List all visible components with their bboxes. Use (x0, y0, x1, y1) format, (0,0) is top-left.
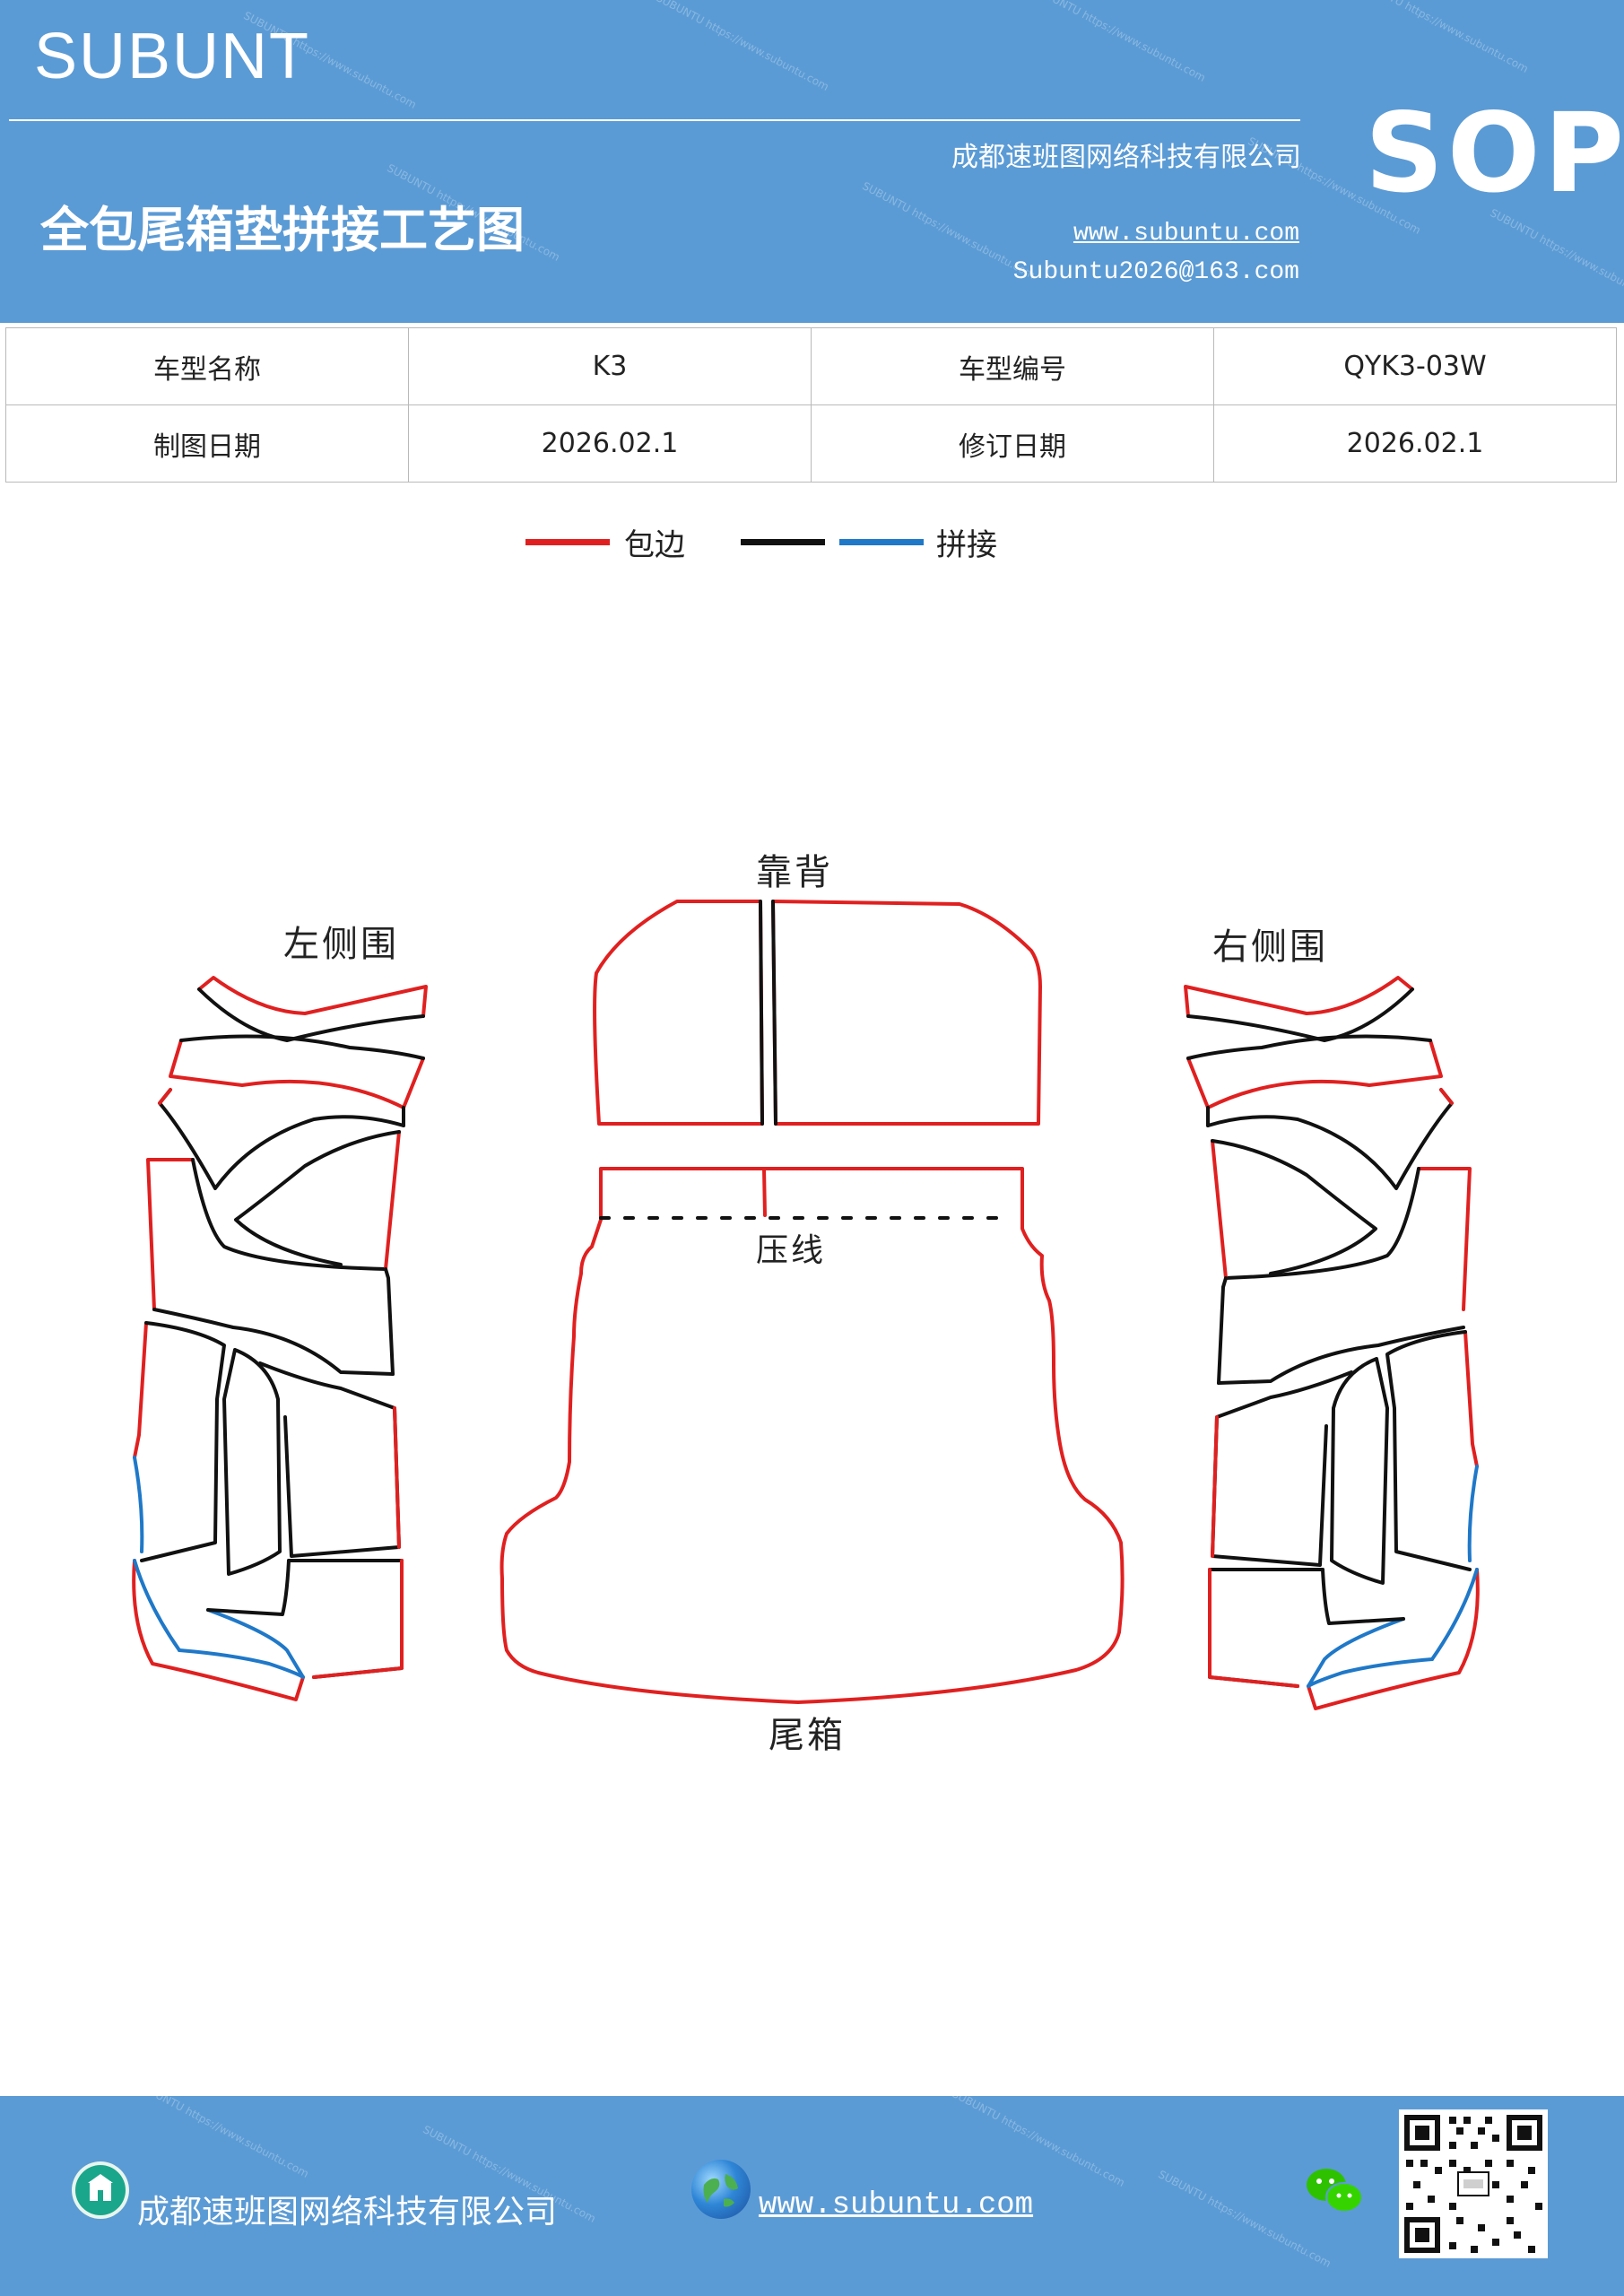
page-footer: SUBUNTU https://www.subuntu.com SUBUNTU … (0, 2096, 1624, 2296)
legend-label-joint: 拼接 (936, 527, 997, 563)
label-left-side: 左侧围 (283, 924, 399, 965)
table-row: 车型名称 K3 车型编号 QYK3-03W (5, 327, 1617, 405)
footer-company-name: 成都速班图网络科技有限公司 (137, 2194, 558, 2231)
table-row: 制图日期 2026.02.1 修订日期 2026.02.1 (5, 404, 1617, 483)
right-side-panel (1184, 976, 1480, 1710)
footer-website-link[interactable]: www.subuntu.com (759, 2188, 1034, 2222)
page-title: 全包尾箱垫拼接工艺图 (40, 201, 525, 258)
model-name-label: 车型名称 (5, 327, 409, 405)
legend-swatch-seam (741, 539, 825, 545)
draw-date-label: 制图日期 (5, 404, 409, 483)
draw-date-value: 2026.02.1 (408, 404, 812, 483)
vehicle-info-table: 车型名称 K3 车型编号 QYK3-03W 制图日期 2026.02.1 修订日… (5, 327, 1617, 483)
building-icon (72, 2161, 129, 2219)
legend: 包边 拼接 (0, 520, 1624, 574)
model-code-label: 车型编号 (811, 327, 1214, 405)
sop-badge: SOP (1365, 90, 1624, 217)
left-side-panel (132, 976, 428, 1701)
legend-label-binding: 包边 (624, 527, 685, 563)
model-code-value: QYK3-03W (1213, 327, 1617, 405)
header-divider (9, 119, 1300, 121)
revision-date-value: 2026.02.1 (1213, 404, 1617, 483)
backrest-panel (593, 900, 1042, 1126)
company-name: 成都速班图网络科技有限公司 (951, 142, 1301, 173)
label-trunk: 尾箱 (769, 1715, 846, 1756)
legend-swatch-binding (525, 539, 610, 545)
trunk-panel (499, 1167, 1125, 1704)
model-name-value: K3 (408, 327, 812, 405)
label-crease: 压线 (756, 1232, 827, 1269)
globe-icon (691, 2160, 751, 2219)
page-header: SUBUNTU https://www.subuntu.com SUBUNTU … (0, 0, 1624, 323)
qr-code (1399, 2109, 1548, 2258)
website-link[interactable]: www.subuntu.com (1073, 220, 1299, 248)
label-backrest: 靠背 (756, 852, 833, 893)
label-right-side: 右侧围 (1212, 926, 1328, 968)
legend-swatch-joint (839, 539, 924, 545)
brand-logo-text: SUBUNT (34, 21, 311, 92)
revision-date-label: 修订日期 (811, 404, 1214, 483)
contact-email: Subuntu2026@163.com (1012, 258, 1299, 286)
wechat-icon[interactable] (1303, 2163, 1366, 2217)
